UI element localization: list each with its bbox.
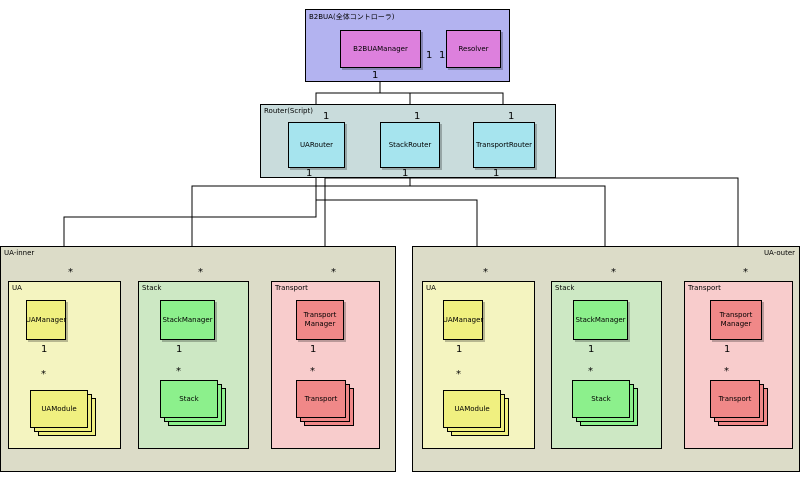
outer-stack-label: Stack	[555, 284, 575, 292]
mult-outer-transport-top: *	[743, 267, 748, 278]
outer-ua-label: UA	[426, 284, 436, 292]
b2bua-manager-node: B2BUAManager	[340, 30, 421, 68]
outer-transport-node: Transport	[710, 380, 760, 418]
mult-outer-ua-manager: 1	[456, 344, 463, 355]
inner-stack-manager-node: StackManager	[160, 300, 215, 340]
mult-transportrouter-top: 1	[508, 111, 515, 122]
resolver-node: Resolver	[446, 30, 501, 68]
mult-outer-stack-manager: 1	[588, 344, 595, 355]
inner-ua-module-node: UAModule	[30, 390, 88, 428]
stack-router-node: StackRouter	[380, 122, 440, 168]
mult-outer-stack-top: *	[611, 267, 616, 278]
mult-uarouter-bottom: 1	[306, 168, 313, 179]
mult-inner-ua-top: *	[68, 267, 73, 278]
inner-stack-node: Stack	[160, 380, 218, 418]
outer-transport-label: Transport	[688, 284, 721, 292]
ua-router-node: UARouter	[288, 122, 345, 168]
outer-ua-manager-node: UAManager	[443, 300, 483, 340]
mult-stackrouter-bottom: 1	[402, 168, 409, 179]
mult-manager-resolver-1: 1	[426, 50, 433, 61]
outer-stack-manager-node: StackManager	[573, 300, 628, 340]
mult-outer-ua-module: *	[456, 369, 461, 380]
mult-outer-ua-top: *	[483, 267, 488, 278]
mult-inner-ua-module: *	[41, 369, 46, 380]
mult-inner-stack-manager: 1	[176, 344, 183, 355]
transport-router-node: TransportRouter	[473, 122, 535, 168]
router-label: Router(Script)	[264, 107, 313, 115]
inner-transport-node: Transport	[296, 380, 346, 418]
mult-outer-transport-item: *	[724, 366, 729, 377]
inner-ua-manager-node: UAManager	[26, 300, 66, 340]
mult-resolver-1: 1	[439, 50, 446, 61]
inner-transport-label: Transport	[275, 284, 308, 292]
mult-stackrouter-top: 1	[414, 111, 421, 122]
outer-stack-node: Stack	[572, 380, 630, 418]
mult-inner-transport-manager: 1	[310, 344, 317, 355]
mult-inner-transport-item: *	[310, 366, 315, 377]
mult-outer-stack-item: *	[588, 366, 593, 377]
ua-outer-label: UA-outer	[763, 249, 795, 257]
mult-inner-ua-manager: 1	[41, 344, 48, 355]
mult-inner-transport-top: *	[331, 267, 336, 278]
outer-ua-module-node: UAModule	[443, 390, 501, 428]
outer-transport-manager-node: Transport Manager	[710, 300, 762, 340]
mult-inner-stack-top: *	[198, 267, 203, 278]
mult-inner-stack-item: *	[176, 366, 181, 377]
inner-stack-label: Stack	[142, 284, 162, 292]
mult-uarouter-top: 1	[323, 111, 330, 122]
mult-b2bua-1: 1	[372, 70, 379, 81]
ua-inner-label: UA-inner	[4, 249, 35, 257]
mult-transportrouter-bottom: 1	[493, 168, 500, 179]
inner-transport-manager-node: Transport Manager	[296, 300, 344, 340]
b2bua-label: B2BUA(全体コントローラ)	[309, 13, 395, 21]
mult-outer-transport-manager: 1	[724, 344, 731, 355]
inner-ua-label: UA	[12, 284, 22, 292]
